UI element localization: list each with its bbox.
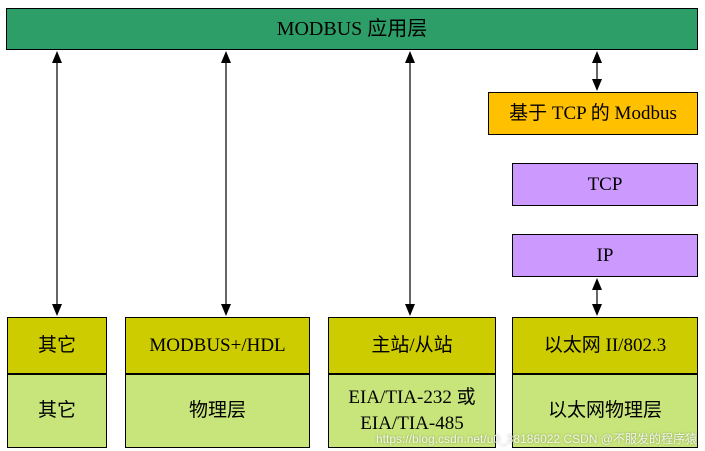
modbus-tcp-label: 基于 TCP 的 Modbus [509,102,677,124]
other-link-label: 其它 [37,334,76,356]
modbus-application-layer: MODBUS 应用层 [6,8,698,50]
physical-layer-box: 物理层 [125,374,310,448]
tcp-layer-box: TCP [512,163,698,206]
modbus-plus-hdl-box: MODBUS+/HDL [125,317,310,374]
physical-layer-label: 物理层 [188,400,246,422]
eia-tia-485-label: EIA/TIA-485 [360,413,464,434]
ethernet-ii-label: 以太网 II/802.3 [543,334,667,356]
watermark: https://blog.csdn.net/u0_38186022 CSDN @… [375,432,697,446]
master-slave-box: 主站/从站 [328,317,496,374]
other-physical-label: 其它 [37,400,76,422]
modbus-over-tcp-box: 基于 TCP 的 Modbus [488,92,698,135]
other-physical-layer-box: 其它 [7,374,107,448]
tcp-label: TCP [587,173,623,195]
modbus-plus-hdl-label: MODBUS+/HDL [149,334,286,356]
other-link-layer-box: 其它 [7,317,107,374]
eia-tia-232-label: EIA/TIA-232 或 [348,387,476,409]
ethernet-physical-label: 以太网物理层 [547,400,662,422]
eia-tia-serial-box: EIA/TIA-232 或 EIA/TIA-485 [328,374,496,448]
master-slave-label: 主站/从站 [371,334,453,356]
ip-label: IP [596,244,614,266]
ip-layer-box: IP [512,234,698,277]
application-layer-label: MODBUS 应用层 [276,17,428,40]
ethernet-ii-box: 以太网 II/802.3 [512,317,698,374]
ethernet-physical-layer-box: 以太网物理层 [512,374,698,448]
